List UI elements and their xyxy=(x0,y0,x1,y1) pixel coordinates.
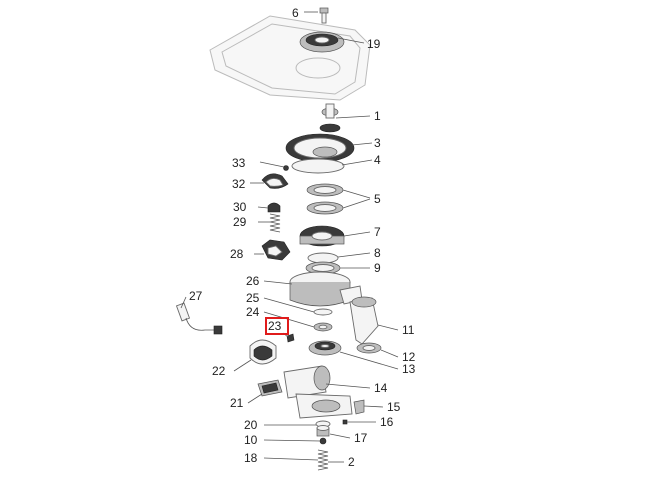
part-2-spring xyxy=(317,449,329,471)
part-33-screw xyxy=(283,165,289,171)
part-22-clamp xyxy=(249,339,277,365)
callout-21: 21 xyxy=(230,396,244,410)
callout-10: 10 xyxy=(244,433,258,447)
part-5-washers xyxy=(306,183,344,215)
callout-8: 8 xyxy=(374,246,381,260)
part-3-ring-gear xyxy=(285,133,355,163)
callout-27: 27 xyxy=(189,289,203,303)
callout-22: 22 xyxy=(212,364,226,378)
part-29-spring xyxy=(269,213,281,233)
part-26-housing xyxy=(289,271,363,307)
part-14-motor xyxy=(283,365,353,419)
part-13-disc xyxy=(308,340,342,356)
callout-9: 9 xyxy=(374,261,381,275)
callout-12: 12 xyxy=(402,350,416,364)
part-8-ring xyxy=(307,252,339,264)
part-25-washer xyxy=(313,308,333,316)
part-21-holder xyxy=(257,379,283,397)
callout-14: 14 xyxy=(374,381,388,395)
part-11-cup xyxy=(349,296,379,345)
callout-labels: 6 19 1 3 4 33 32 5 30 29 7 8 28 9 26 27 … xyxy=(189,6,416,469)
callout-29: 29 xyxy=(233,215,247,229)
callout-33: 33 xyxy=(232,156,246,170)
part-6-screw xyxy=(319,7,329,24)
callout-24: 24 xyxy=(246,305,260,319)
highlight-box-23 xyxy=(265,317,289,335)
top-cover-outline xyxy=(209,15,371,101)
part-16-screw xyxy=(342,419,348,425)
callout-11: 11 xyxy=(402,323,415,337)
part-1-shaft xyxy=(319,103,341,133)
part-24-washer xyxy=(313,322,333,332)
callout-25: 25 xyxy=(246,291,260,305)
callout-20: 20 xyxy=(244,418,258,432)
callout-32: 32 xyxy=(232,177,246,191)
callout-2: 2 xyxy=(348,455,355,469)
callout-6: 6 xyxy=(292,6,299,20)
part-4-ring xyxy=(291,158,345,174)
callout-19: 19 xyxy=(367,37,381,51)
callout-30: 30 xyxy=(233,200,247,214)
callout-3: 3 xyxy=(374,136,381,150)
part-10-nut xyxy=(319,437,327,445)
part-15-clip xyxy=(353,399,365,415)
callout-26: 26 xyxy=(246,274,260,288)
callout-13: 13 xyxy=(402,362,416,376)
callout-23: 23 xyxy=(268,319,282,333)
part-12-ring xyxy=(356,342,382,354)
callout-1: 1 xyxy=(374,109,381,123)
callout-18: 18 xyxy=(244,451,258,465)
part-27-cable xyxy=(175,302,223,335)
callout-15: 15 xyxy=(387,400,401,414)
part-30-cap xyxy=(267,202,281,213)
callout-17: 17 xyxy=(354,431,368,445)
callout-16: 16 xyxy=(380,415,394,429)
part-7-gear xyxy=(299,225,345,247)
callout-4: 4 xyxy=(374,153,381,167)
callout-7: 7 xyxy=(374,225,381,239)
part-28-bracket xyxy=(261,239,291,261)
part-17-sleeve xyxy=(316,425,330,437)
callout-5: 5 xyxy=(374,192,381,206)
callout-28: 28 xyxy=(230,247,244,261)
part-23-bracket xyxy=(286,333,295,343)
part-32-bracket xyxy=(261,173,289,189)
part-19-gear xyxy=(299,31,345,53)
